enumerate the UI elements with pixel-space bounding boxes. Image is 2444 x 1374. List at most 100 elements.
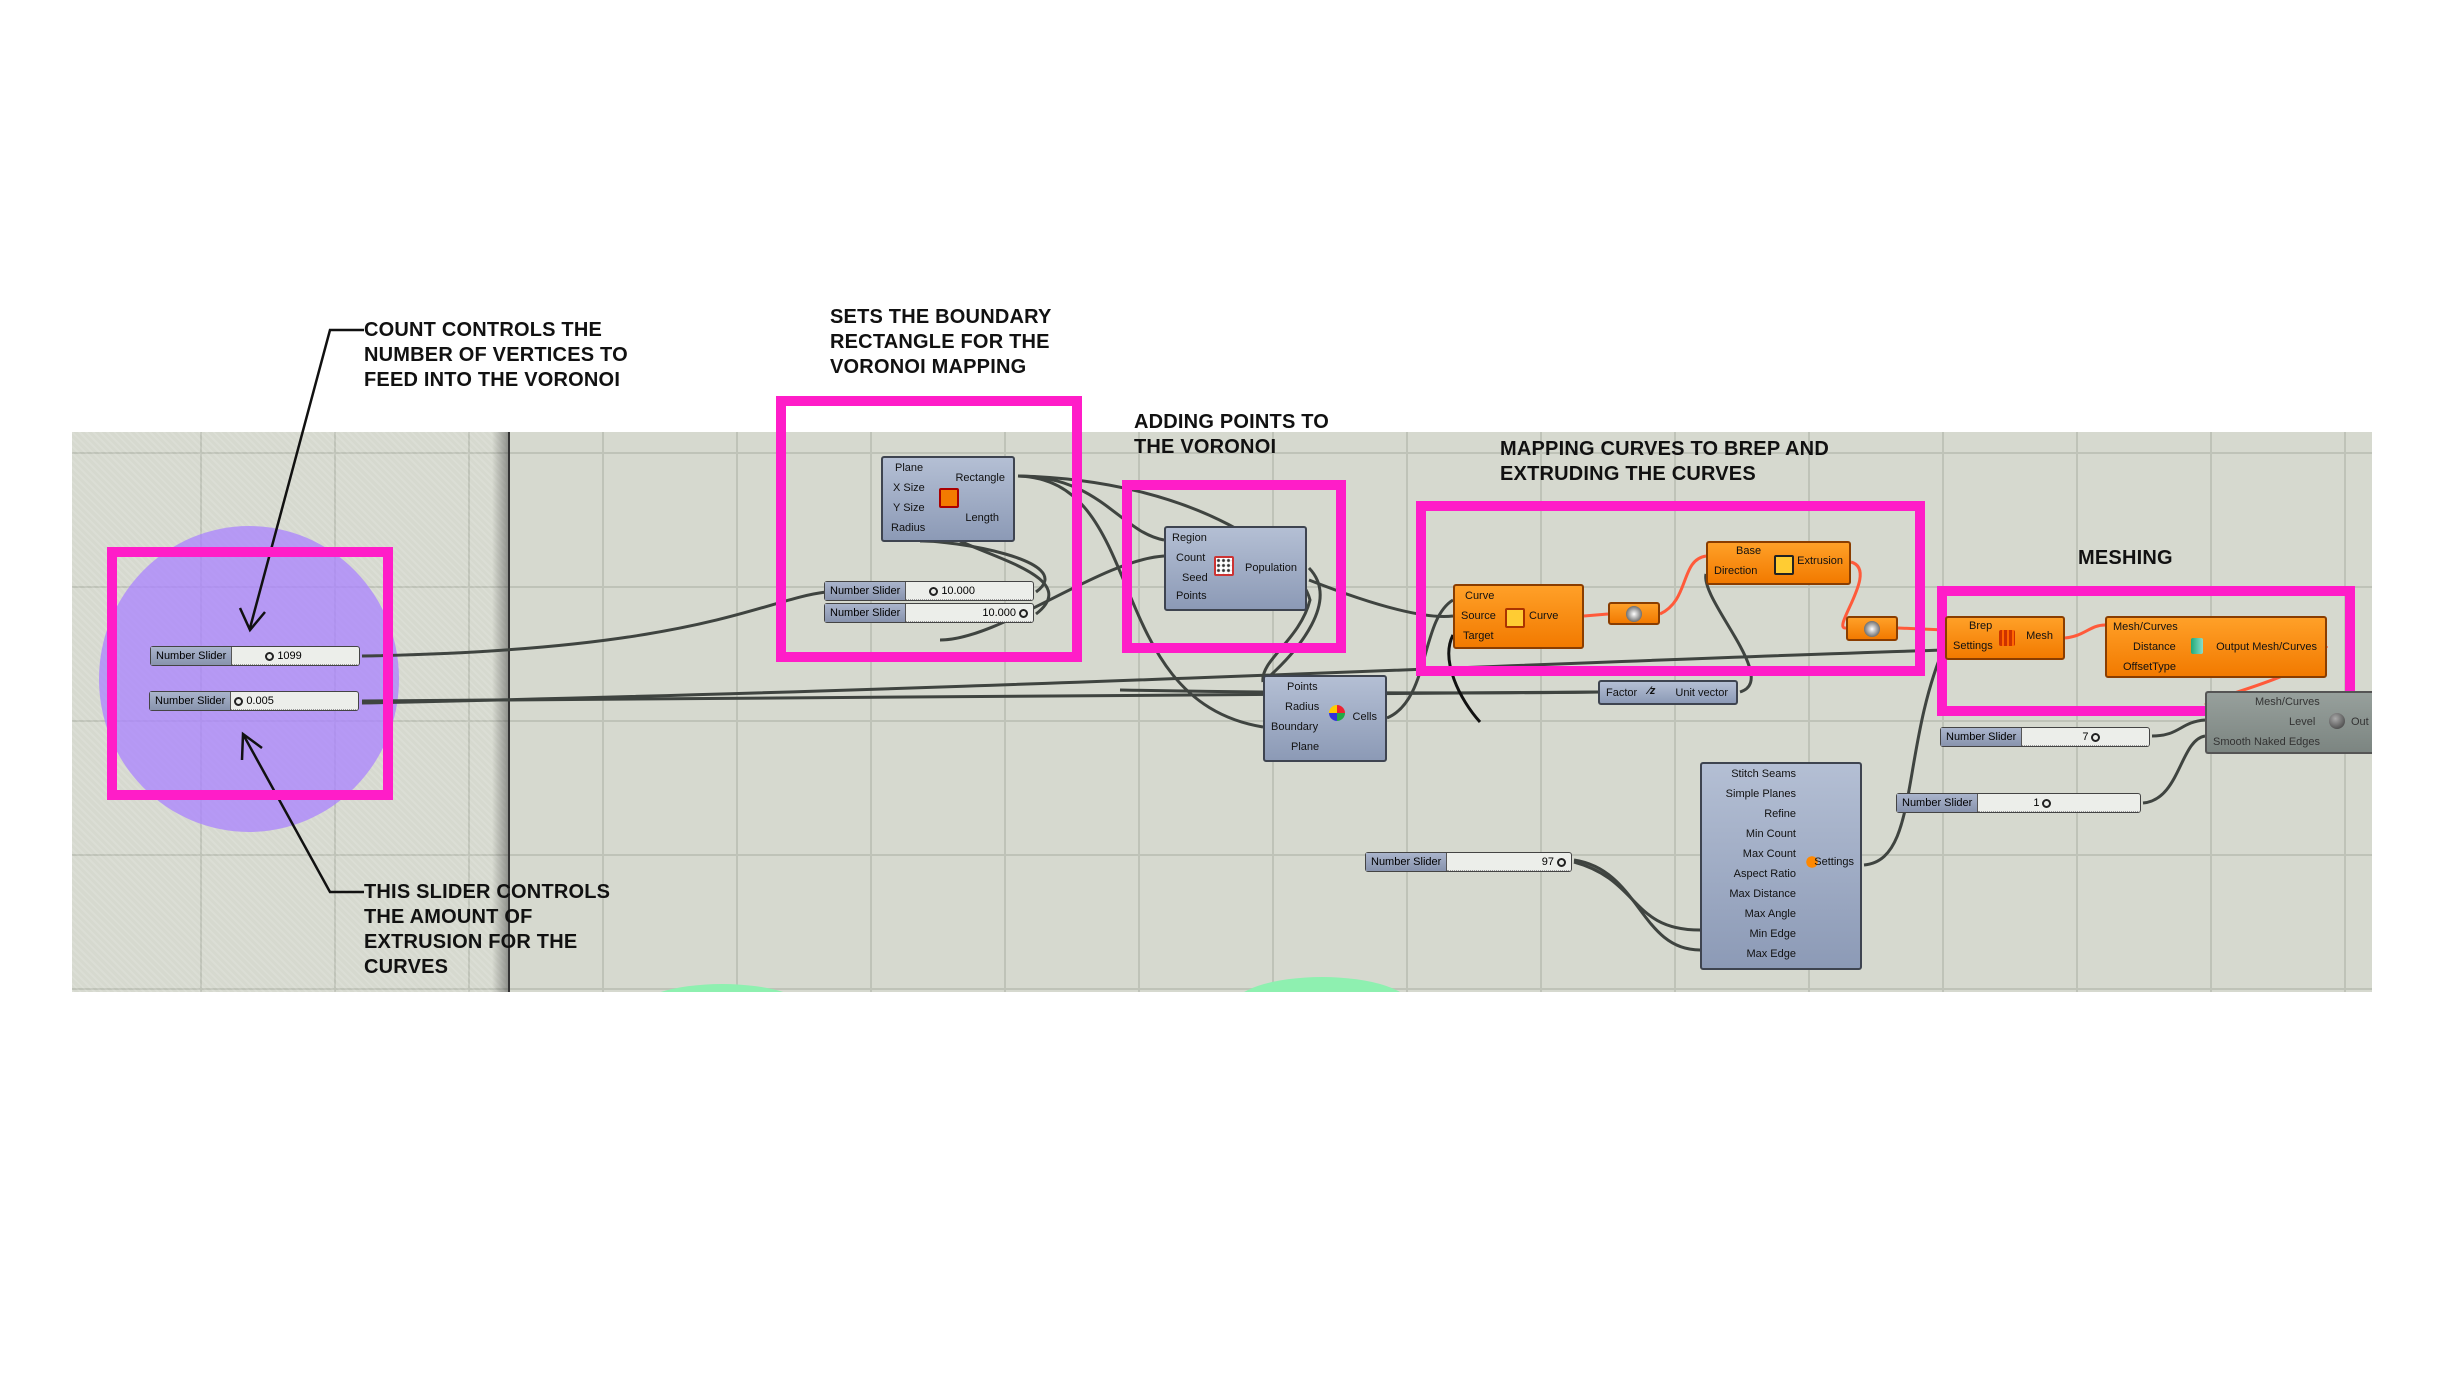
input-plane[interactable]: Plane — [1291, 741, 1320, 753]
input-x-size[interactable]: X Size — [893, 482, 925, 494]
input-count[interactable]: Count — [1176, 552, 1206, 564]
slider-knob[interactable] — [1557, 857, 1566, 867]
input-direction[interactable]: Direction — [1714, 565, 1758, 577]
highlight-box-rectangle — [776, 396, 1082, 662]
slider-knob[interactable] — [265, 651, 275, 661]
input-plane[interactable]: Plane — [895, 462, 924, 474]
input-y-size[interactable]: Y Size — [893, 502, 925, 514]
input-base[interactable]: Base — [1736, 545, 1762, 557]
slider-knob[interactable] — [2091, 732, 2101, 742]
input-source[interactable]: Source — [1461, 610, 1496, 622]
input-boundary[interactable]: Boundary — [1271, 721, 1319, 733]
output-unit-vector[interactable]: Unit vector — [1675, 687, 1728, 699]
brep-param-component-2[interactable] — [1846, 616, 1898, 641]
output-length[interactable]: Length — [965, 512, 999, 524]
rectangle-component[interactable]: Plane X Size Y Size Radius Rectangle Len… — [881, 456, 1015, 542]
input-aspect-ratio[interactable]: Aspect Ratio — [1733, 868, 1796, 880]
slider-track[interactable]: 0.005 — [231, 692, 358, 710]
morph-component[interactable]: Curve Source Target Curve — [1453, 584, 1584, 649]
extrude-component[interactable]: Base Direction Extrusion — [1706, 541, 1851, 585]
offset-mesh-component[interactable]: Mesh/Curves Distance OffsetType Output M… — [2105, 616, 2327, 678]
input-points[interactable]: Points — [1287, 681, 1318, 693]
input-points[interactable]: Points — [1176, 590, 1207, 602]
unit-z-component[interactable]: Factor ∕z Unit vector — [1598, 680, 1738, 705]
annotation-meshing: MESHING — [2078, 546, 2173, 571]
annotation-line: EXTRUDING THE CURVES — [1500, 463, 1756, 485]
input-min-count[interactable]: Min Count — [1745, 828, 1796, 840]
slider-value: 1 — [2033, 797, 2040, 809]
input-brep[interactable]: Brep — [1969, 620, 1993, 632]
input-target[interactable]: Target — [1463, 630, 1494, 642]
output-extrusion[interactable]: Extrusion — [1797, 555, 1843, 567]
slider-knob[interactable] — [1019, 608, 1028, 618]
input-max-count[interactable]: Max Count — [1742, 848, 1796, 860]
input-refine[interactable]: Refine — [1764, 808, 1796, 820]
annotation-slider: THIS SLIDER CONTROLS THE AMOUNT OF EXTRU… — [364, 880, 610, 980]
input-factor[interactable]: Factor — [1606, 687, 1638, 699]
annotation-boundary: SETS THE BOUNDARY RECTANGLE FOR THE VORO… — [830, 305, 1052, 380]
slider-track[interactable]: 1099 — [232, 647, 359, 665]
slider-name: Number Slider — [1941, 728, 2023, 746]
output-cells[interactable]: Cells — [1352, 711, 1377, 723]
brep-param-component[interactable] — [1608, 602, 1660, 625]
extrude-icon — [1774, 555, 1794, 575]
smooth-mesh-component[interactable]: Mesh/Curves Level Smooth Naked Edges Out — [2205, 691, 2385, 754]
slider-knob[interactable] — [234, 696, 244, 706]
smooth-naked-edges-slider[interactable]: Number Slider 1 — [1896, 793, 2141, 813]
annotation-line: RECTANGLE FOR THE — [830, 331, 1050, 353]
output-mesh-curves[interactable]: Output Mesh/Curves — [2216, 641, 2317, 653]
mesh-settings-component[interactable]: Stitch Seams Simple Planes Refine Min Co… — [1700, 762, 1862, 970]
output-out[interactable]: Out — [2351, 716, 2369, 728]
slider-value: 7 — [2082, 731, 2089, 743]
offset-icon — [2191, 638, 2203, 654]
smooth-level-slider[interactable]: Number Slider 7 — [1940, 727, 2150, 747]
input-region[interactable]: Region — [1172, 532, 1207, 544]
input-settings[interactable]: Settings — [1953, 640, 1993, 652]
unit-z-icon: ∕z — [1648, 685, 1656, 697]
slider-track[interactable]: 7 — [2022, 728, 2149, 746]
slider-name: Number Slider — [825, 582, 907, 600]
input-distance[interactable]: Distance — [2133, 641, 2176, 653]
input-simple-planes[interactable]: Simple Planes — [1725, 788, 1796, 800]
mesh-brep-component[interactable]: Brep Settings Mesh — [1945, 616, 2065, 660]
input-seed[interactable]: Seed — [1182, 572, 1208, 584]
panel-divider[interactable] — [492, 432, 510, 992]
output-rectangle[interactable]: Rectangle — [955, 472, 1005, 484]
populate-2d-component[interactable]: Region Count Seed Points Population — [1164, 526, 1307, 611]
input-smooth-naked-edges[interactable]: Smooth Naked Edges — [2213, 736, 2321, 748]
y-size-slider[interactable]: Number Slider 10.000 — [824, 603, 1034, 623]
annotation-mapping: MAPPING CURVES TO BREP AND EXTRUDING THE… — [1500, 437, 1829, 487]
slider-track[interactable]: 97 — [1447, 853, 1571, 871]
highlight-box-sliders — [107, 547, 393, 800]
input-offset-type[interactable]: OffsetType — [2123, 661, 2176, 673]
input-radius[interactable]: Radius — [891, 522, 926, 534]
input-max-angle[interactable]: Max Angle — [1744, 908, 1796, 920]
x-size-slider[interactable]: Number Slider 10.000 — [824, 581, 1034, 601]
output-population[interactable]: Population — [1245, 562, 1297, 574]
input-max-distance[interactable]: Max Distance — [1729, 888, 1796, 900]
slider-track[interactable]: 10.000 — [906, 582, 1033, 600]
populate-icon — [1214, 556, 1234, 576]
slider-knob[interactable] — [929, 586, 939, 596]
input-mesh-curves[interactable]: Mesh/Curves — [2113, 621, 2178, 633]
annotation-line: VORONOI MAPPING — [830, 356, 1027, 378]
output-curve[interactable]: Curve — [1529, 610, 1559, 622]
input-min-edge[interactable]: Min Edge — [1749, 928, 1796, 940]
voronoi-component[interactable]: Points Radius Boundary Plane Cells — [1263, 675, 1387, 762]
input-level[interactable]: Level — [2289, 716, 2316, 728]
slider-name: Number Slider — [151, 647, 233, 665]
input-stitch-seams[interactable]: Stitch Seams — [1731, 768, 1796, 780]
max-edge-slider[interactable]: Number Slider 97 — [1365, 852, 1572, 872]
slider-knob[interactable] — [2042, 798, 2052, 808]
input-radius[interactable]: Radius — [1285, 701, 1320, 713]
input-max-edge[interactable]: Max Edge — [1746, 948, 1796, 960]
extrusion-slider[interactable]: Number Slider 0.005 — [149, 691, 359, 711]
green-group — [632, 984, 812, 992]
output-settings[interactable]: Settings — [1814, 856, 1854, 868]
slider-track[interactable]: 1 — [1978, 794, 2140, 812]
input-mesh-curves[interactable]: Mesh/Curves — [2255, 696, 2320, 708]
input-curve[interactable]: Curve — [1465, 590, 1495, 602]
slider-track[interactable]: 10.000 — [906, 604, 1033, 622]
output-mesh[interactable]: Mesh — [2026, 630, 2053, 642]
count-slider[interactable]: Number Slider 1099 — [150, 646, 360, 666]
